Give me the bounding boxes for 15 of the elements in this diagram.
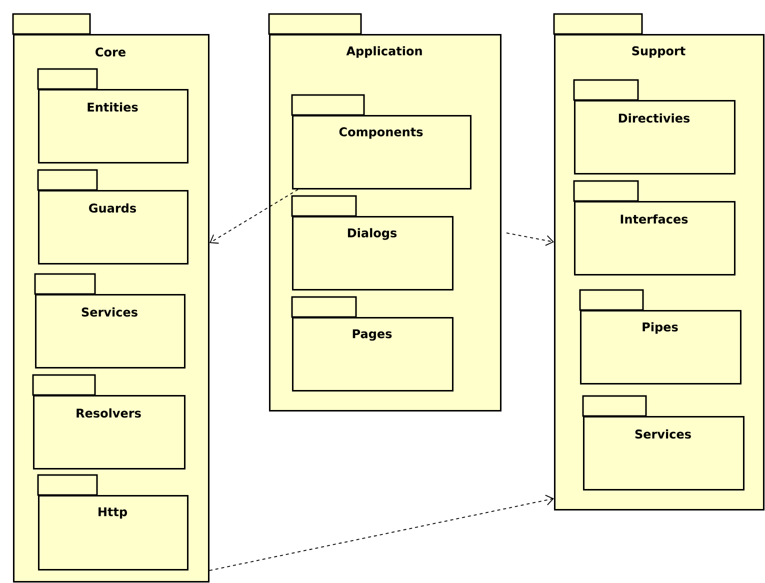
package-box: Guards: [37, 169, 188, 264]
dependency-arrow: [209, 494, 554, 571]
package-box: Directivies: [573, 79, 736, 174]
dependency-arrow: [210, 189, 298, 244]
package-box: Pipes: [579, 289, 742, 384]
package-box: Components: [291, 94, 472, 190]
package-box: Pages: [291, 296, 454, 392]
dependency-arrow: [506, 232, 554, 246]
package-box: Resolvers: [32, 374, 186, 470]
package-box: Services: [34, 273, 186, 368]
package-box: Dialogs: [291, 195, 454, 290]
package-box: Interfaces: [573, 180, 736, 276]
package-box: Entities: [37, 68, 188, 164]
package-box: Http: [37, 474, 188, 570]
package-box: Services: [582, 395, 744, 490]
